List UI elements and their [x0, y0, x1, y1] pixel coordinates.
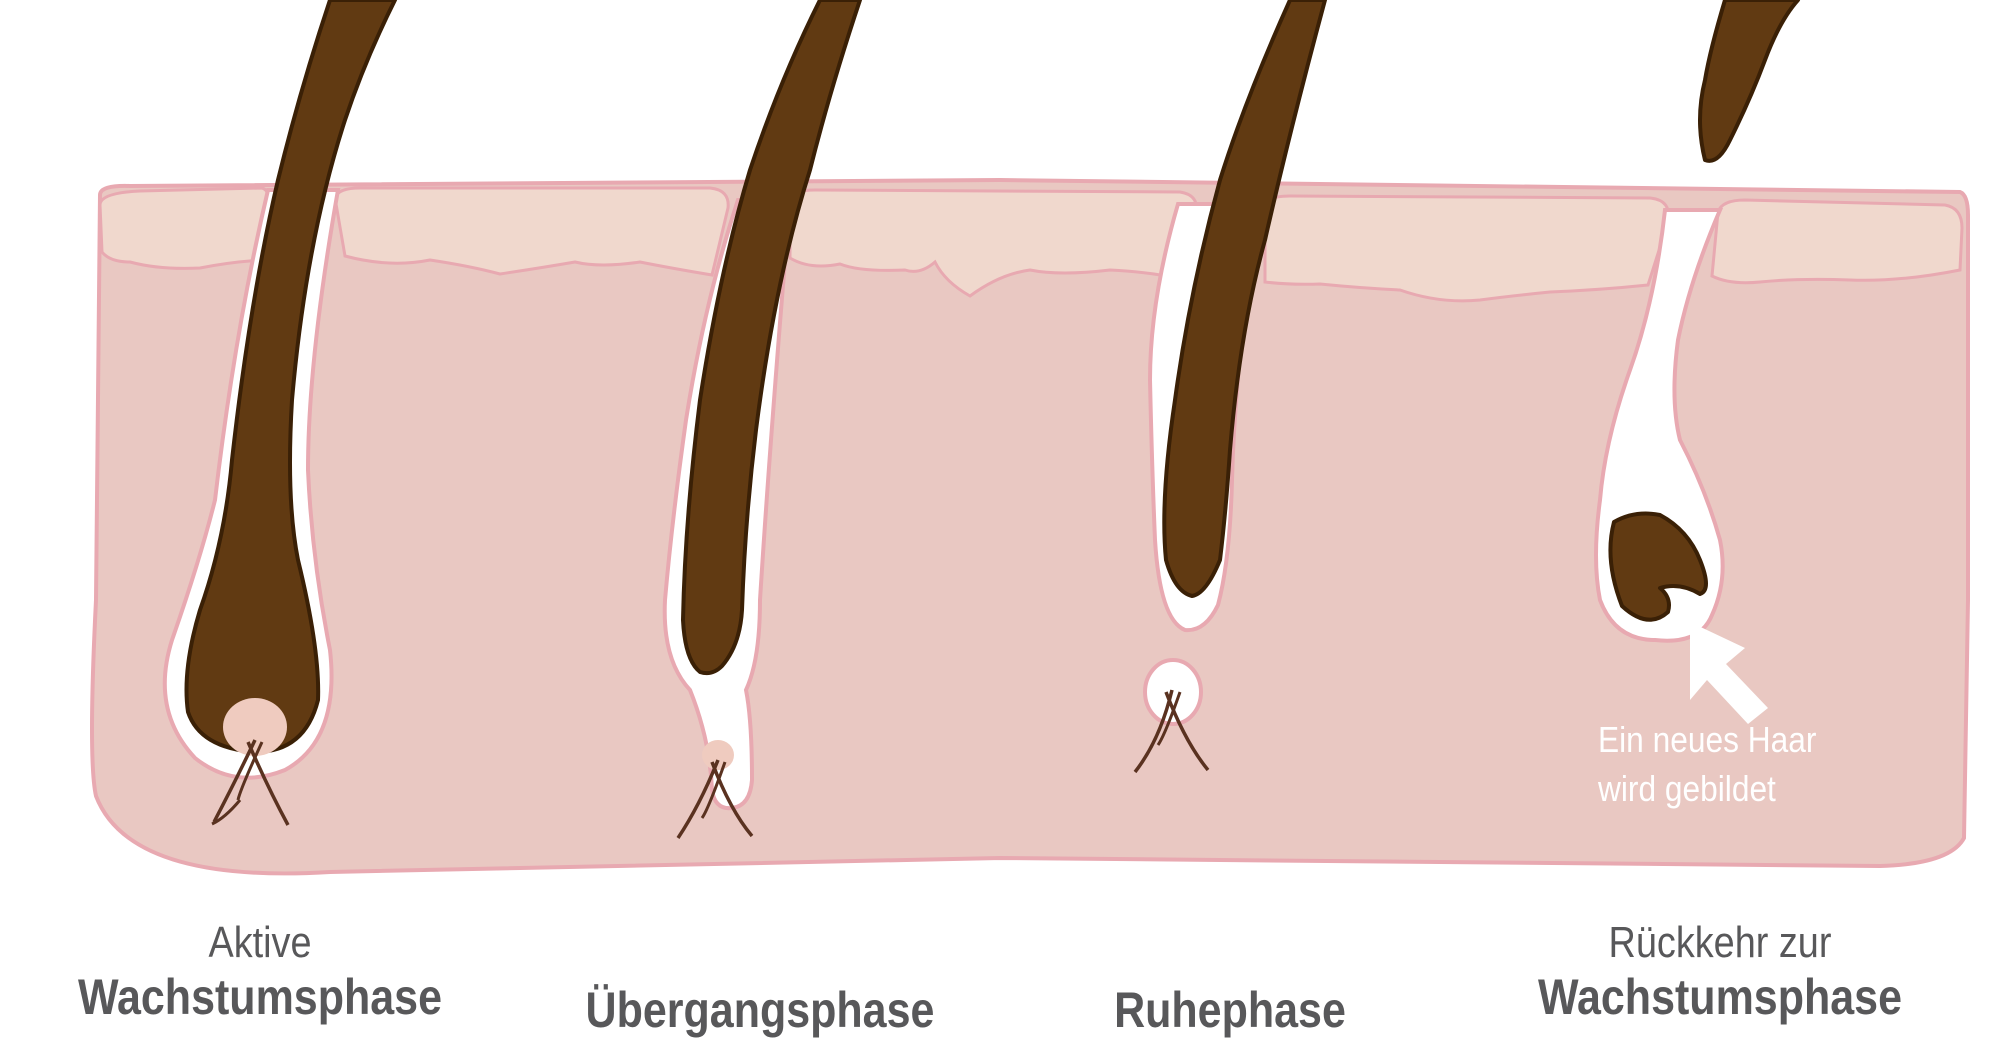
new-hair-bulb: [1608, 511, 1708, 622]
dermal-papilla: [702, 740, 734, 770]
hair-shaft: [1162, 0, 1327, 598]
shed-hair-shaft: [1698, 0, 1800, 163]
stage-label-line2: Wachstumsphase: [1537, 968, 1903, 1025]
epidermis-segment: [333, 186, 730, 277]
note-line2: wird gebildet: [1598, 767, 1776, 809]
stage-label-transition: Übergangsphase: [520, 982, 1000, 1040]
skin-layer: [90, 177, 1970, 876]
nerve-fiber: [1164, 691, 1210, 772]
nerve-fiber: [710, 761, 754, 838]
stage-label-line1: Aktive: [208, 918, 312, 967]
follicle-active-growth: [162, 0, 397, 826]
stage-label-active-growth: Aktive Wachstumsphase: [20, 918, 500, 1026]
nerve-fiber: [1156, 691, 1182, 746]
epidermis-segment: [1710, 198, 1964, 285]
stage-label-return-growth: Rückkehr zur Wachstumsphase: [1480, 918, 1960, 1026]
follicle-resting: [1133, 0, 1327, 774]
nerve-fiber: [246, 741, 290, 826]
epidermis-layer: [98, 186, 1964, 303]
hair-shaft: [681, 0, 862, 676]
epidermis-segment: [1263, 194, 1671, 303]
epidermis-segment: [98, 186, 270, 270]
nerve-fiber: [211, 799, 242, 826]
stage-label-line2: Wachstumsphase: [77, 968, 443, 1025]
nerve-fiber: [700, 761, 727, 819]
new-hair-note: Ein neues Haar wird gebildet: [1598, 716, 1880, 813]
arrow-icon: [1690, 622, 1768, 724]
stage-label-line2: Übergangsphase: [585, 982, 935, 1038]
stage-label-line2: Ruhephase: [1114, 982, 1346, 1038]
note-line1: Ein neues Haar: [1598, 719, 1817, 760]
follicle-transition: [662, 0, 862, 839]
stage-label-line1: Rückkehr zur: [1608, 918, 1832, 967]
dermal-papilla: [223, 698, 287, 756]
epidermis-segment: [788, 188, 1199, 298]
follicle-return-growth: [1594, 0, 1800, 724]
nerve-fiber: [236, 741, 264, 801]
stage-label-resting: Ruhephase: [990, 982, 1470, 1040]
